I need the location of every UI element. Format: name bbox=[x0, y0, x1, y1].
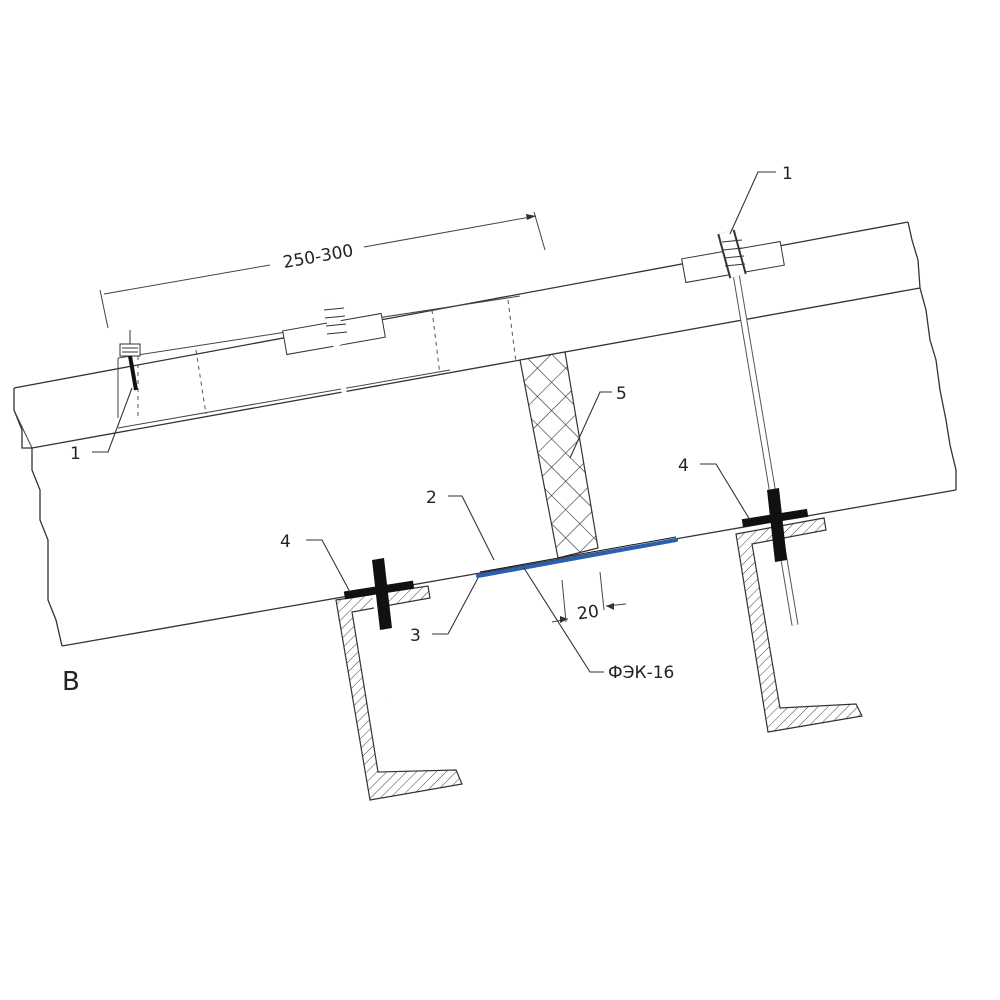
view-label: B bbox=[62, 667, 80, 697]
right-channel-profile bbox=[735, 517, 863, 733]
dimension-gap-label: 20 bbox=[576, 602, 600, 625]
callout-label-5: 5 bbox=[616, 384, 627, 404]
left-through-bolt bbox=[282, 298, 415, 701]
insulation-insert bbox=[519, 351, 599, 559]
panel-body bbox=[13, 221, 957, 647]
callout-sealant: 3 bbox=[410, 577, 479, 646]
dimension-span-label: 250-300 bbox=[281, 241, 354, 273]
callout-insulation: 5 bbox=[569, 384, 627, 459]
left-channel-profile bbox=[335, 585, 463, 801]
callout-screw-right: 1 bbox=[729, 164, 793, 235]
callout-label-2: 2 bbox=[426, 488, 437, 508]
callout-washer-left: 4 bbox=[280, 532, 351, 593]
top-cover-strip bbox=[117, 295, 521, 429]
callout-label-4-left: 4 bbox=[280, 532, 291, 552]
callout-label-1-right: 1 bbox=[782, 164, 793, 184]
small-screw-left bbox=[119, 330, 141, 391]
callout-tape: 2 bbox=[426, 488, 495, 561]
callout-sealant-brand: ФЭК-16 bbox=[523, 567, 674, 683]
right-through-bolt bbox=[681, 229, 809, 626]
callout-washer-right: 4 bbox=[678, 456, 751, 521]
callout-label-4-right: 4 bbox=[678, 456, 689, 476]
dimension-gap: 20 bbox=[551, 571, 627, 625]
callout-screw-left: 1 bbox=[70, 387, 133, 464]
dimension-span: 250-300 bbox=[99, 211, 546, 329]
sealant-brand-label: ФЭК-16 bbox=[608, 663, 674, 683]
callout-label-1-left: 1 bbox=[70, 444, 81, 464]
callout-label-3: 3 bbox=[410, 626, 421, 646]
sealant-strip bbox=[476, 536, 678, 578]
